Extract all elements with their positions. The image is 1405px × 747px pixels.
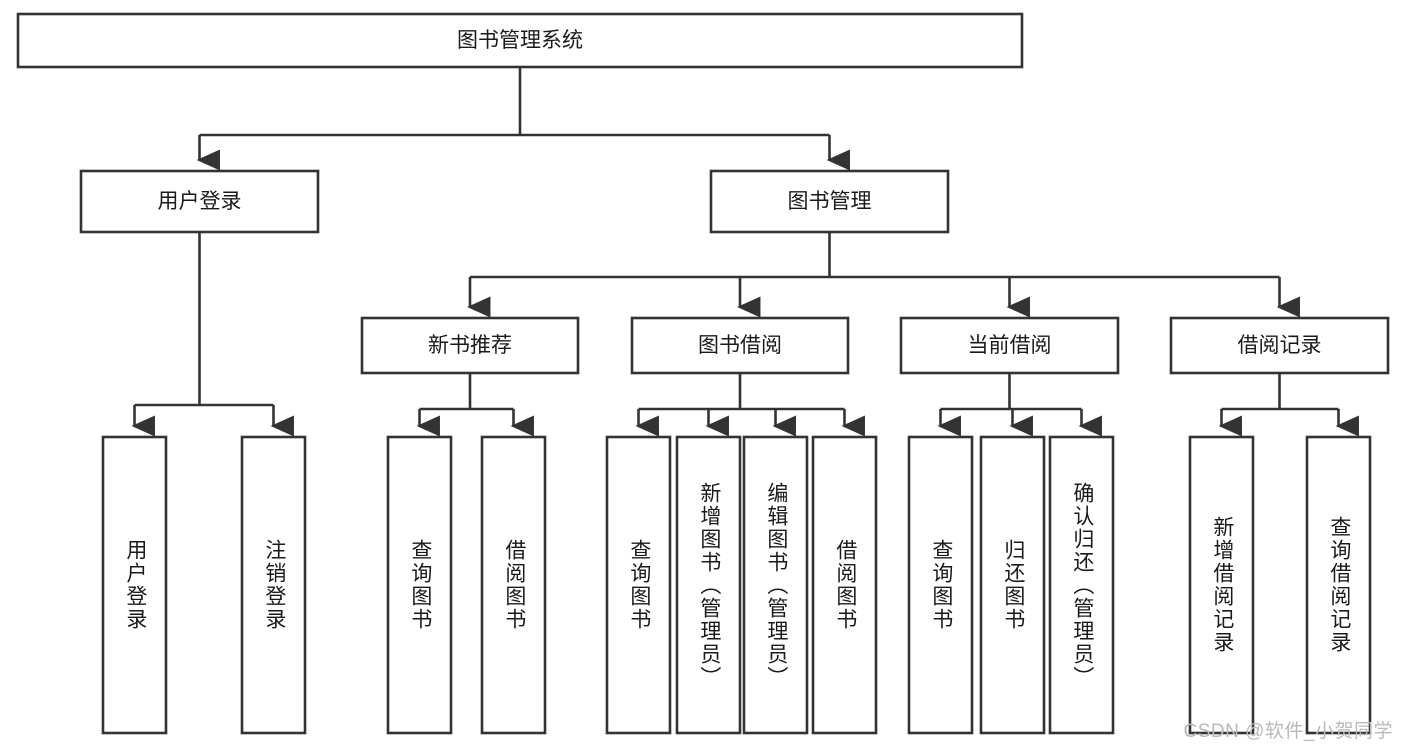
node-leaf-borrow-book-rec[interactable] <box>480 435 547 735</box>
node-book-manage-rect[interactable] <box>709 169 950 234</box>
node-leaf-add-record[interactable] <box>1188 435 1255 735</box>
node-current-borrow[interactable]: 当前借阅 <box>899 316 1120 375</box>
node-leaf-query-book-rec[interactable] <box>386 435 453 735</box>
node-leaf-user-login[interactable] <box>101 435 168 735</box>
node-user-login-rect[interactable] <box>79 169 320 234</box>
node-leaf-query-book-rec-rect[interactable] <box>386 435 453 735</box>
node-leaf-logout[interactable] <box>240 435 307 735</box>
node-leaf-query-record-rect[interactable] <box>1305 435 1372 735</box>
node-leaf-edit-book[interactable] <box>742 435 809 735</box>
node-book-manage-label: 图书管理 <box>788 190 872 213</box>
node-leaf-add-book[interactable] <box>675 435 742 735</box>
node-borrow-record-label: 借阅记录 <box>1238 334 1322 357</box>
node-leaf-query-record[interactable] <box>1305 435 1372 735</box>
node-leaf-edit-book-rect[interactable] <box>742 435 809 735</box>
node-leaf-logout-rect[interactable] <box>240 435 307 735</box>
node-borrow-record[interactable]: 借阅记录 <box>1169 316 1390 375</box>
node-root[interactable]: 图书管理系统 <box>16 12 1024 69</box>
node-book-manage[interactable]: 图书管理 <box>709 169 950 234</box>
node-current-borrow-rect[interactable] <box>899 316 1120 375</box>
node-new-book-rec-rect[interactable] <box>360 316 580 375</box>
node-leaf-return-book-rect[interactable] <box>979 435 1046 735</box>
node-leaf-return-book[interactable] <box>979 435 1046 735</box>
watermark-text: CSDN @软件_小贺同学 <box>1183 721 1393 742</box>
node-leaf-query-book-borrow[interactable] <box>605 435 672 735</box>
node-book-borrow-rect[interactable] <box>630 316 850 375</box>
node-root-rect[interactable] <box>16 12 1024 69</box>
node-leaf-borrow-book[interactable] <box>811 435 878 735</box>
node-leaf-add-record-rect[interactable] <box>1188 435 1255 735</box>
node-new-book-rec-label: 新书推荐 <box>428 334 512 357</box>
node-leaf-user-login-rect[interactable] <box>101 435 168 735</box>
node-leaf-confirm-return[interactable] <box>1048 435 1115 735</box>
node-leaf-query-book-cur-rect[interactable] <box>907 435 974 735</box>
node-leaf-borrow-book-rec-rect[interactable] <box>480 435 547 735</box>
node-current-borrow-label: 当前借阅 <box>968 334 1052 357</box>
node-user-login-label: 用户登录 <box>158 190 242 213</box>
node-leaf-confirm-return-rect[interactable] <box>1048 435 1115 735</box>
node-leaf-query-book-cur[interactable] <box>907 435 974 735</box>
node-book-borrow[interactable]: 图书借阅 <box>630 316 850 375</box>
node-borrow-record-rect[interactable] <box>1169 316 1390 375</box>
node-leaf-add-book-rect[interactable] <box>675 435 742 735</box>
node-leaf-query-book-borrow-rect[interactable] <box>605 435 672 735</box>
connector-lines <box>131 67 1359 437</box>
node-root-label: 图书管理系统 <box>457 29 583 52</box>
node-book-borrow-label: 图书借阅 <box>698 334 782 357</box>
node-user-login[interactable]: 用户登录 <box>79 169 320 234</box>
node-leaf-borrow-book-rect[interactable] <box>811 435 878 735</box>
node-new-book-rec[interactable]: 新书推荐 <box>360 316 580 375</box>
